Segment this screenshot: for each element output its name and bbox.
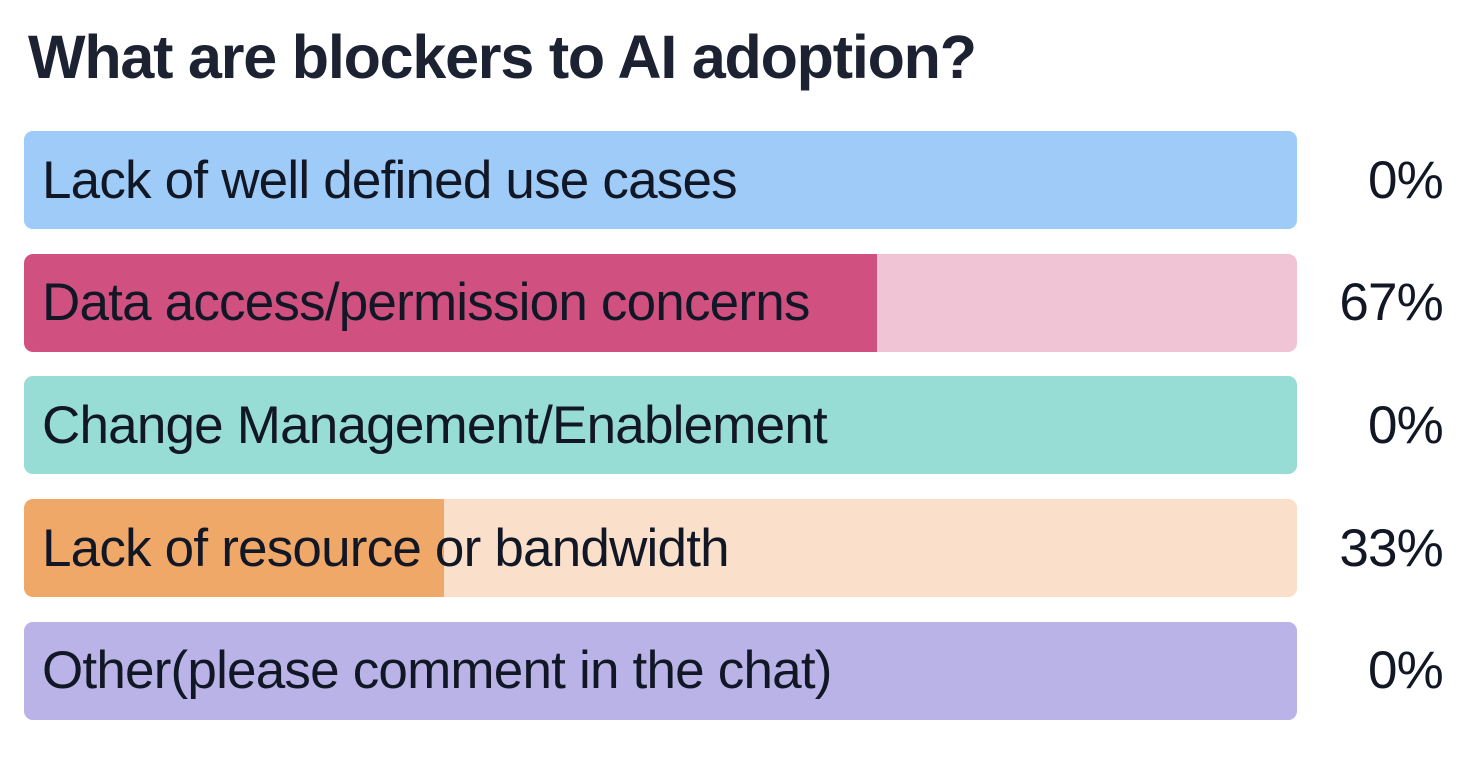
- bar-option-label: Other(please comment in the chat): [42, 641, 832, 701]
- poll-bar-row[interactable]: Data access/permission concerns 67%: [0, 253, 1480, 352]
- poll-bar-row[interactable]: Lack of resource or bandwidth 33%: [0, 499, 1480, 598]
- bar-option-label: Data access/permission concerns: [42, 273, 810, 333]
- poll-bar-row[interactable]: Change Management/Enablement 0%: [0, 376, 1480, 475]
- bar-track: Lack of well defined use cases: [24, 131, 1297, 229]
- bar-option-label: Lack of well defined use cases: [42, 150, 738, 210]
- bar-percent-value: 0%: [1367, 395, 1444, 455]
- bar-option-label: Lack of resource or bandwidth: [42, 518, 730, 578]
- bar-track: Lack of resource or bandwidth: [24, 499, 1297, 598]
- poll-bar-row[interactable]: Other(please comment in the chat) 0%: [0, 621, 1480, 720]
- bar-track: Other(please comment in the chat): [24, 621, 1297, 720]
- bar-fill: [24, 621, 1297, 720]
- bar-percent-value: 33%: [1339, 518, 1443, 578]
- bar-fill: [24, 131, 1297, 229]
- bar-percent-value: 67%: [1339, 273, 1443, 333]
- bar-fill: [24, 376, 1297, 475]
- page-title: What are blockers to AI adoption?: [28, 23, 977, 91]
- poll-bar-list: Lack of well defined use cases 0% Data acc…: [0, 131, 1480, 744]
- bar-track: Change Management/Enablement: [24, 376, 1297, 475]
- bar-percent-value: 0%: [1367, 641, 1444, 701]
- bar-fill: [24, 499, 445, 598]
- bar-percent-value: 0%: [1367, 150, 1444, 210]
- bar-track: Data access/permission concerns: [24, 253, 1297, 352]
- bar-fill: [24, 253, 877, 352]
- poll-bar-row[interactable]: Lack of well defined use cases 0%: [0, 131, 1480, 229]
- bar-option-label: Change Management/Enablement: [42, 395, 828, 455]
